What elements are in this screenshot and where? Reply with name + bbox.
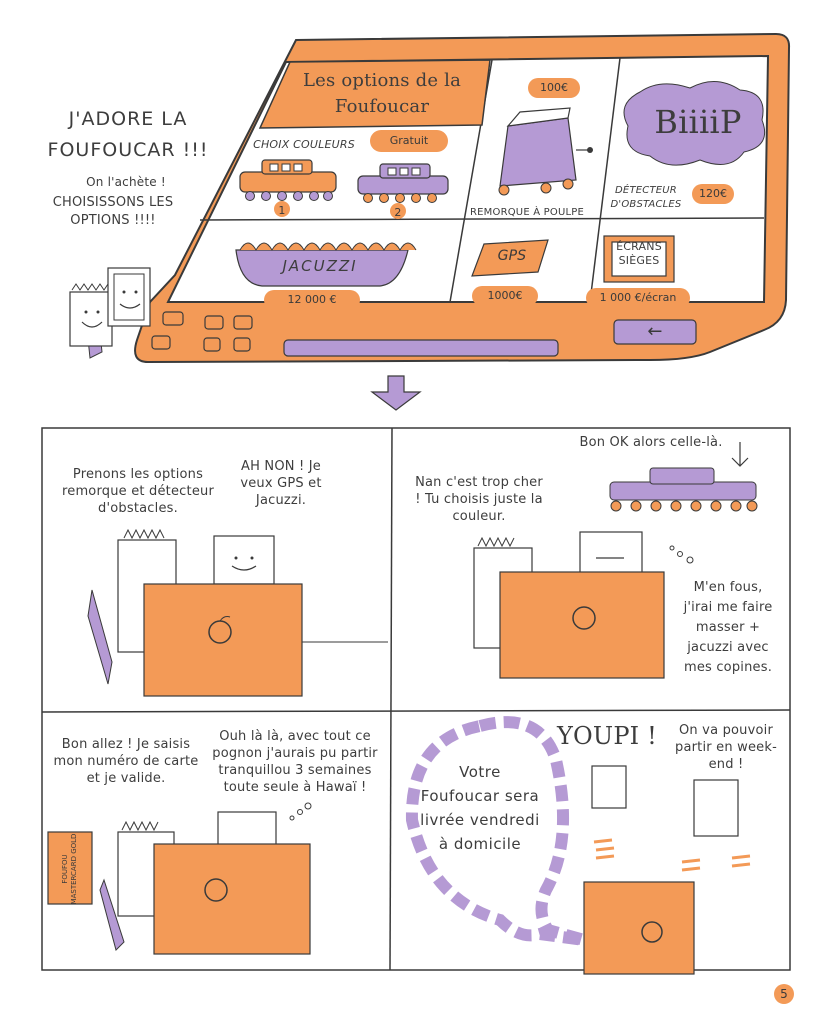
panel1-right-speech: AH NON ! Je veux GPS et Jacuzzi. [240,459,322,508]
gps-label[interactable]: GPS [497,248,527,264]
key[interactable] [162,311,184,326]
trailer-label[interactable]: REMORQUE À POULPE [470,207,584,218]
panel3-right-thought: Ouh là là, avec tout ce pognon j'aurais … [212,729,378,795]
panel1-left-speech: Prenons les options remorque et détecteu… [61,467,214,516]
key[interactable] [204,315,224,330]
colors-price: Gratuit [370,130,448,152]
exclaim-text: J'ADORE LA FOUFOUCAR !!! [47,108,209,161]
mastercard[interactable]: FOUFOU MASTERCARD GOLD [48,832,92,905]
gps-price: 1000€ [472,286,538,306]
key[interactable] [151,335,171,350]
panel4-weekend: On va pouvoir partir en week-end ! [675,723,777,772]
jacuzzi-label[interactable]: JACUZZI [282,257,358,275]
panel2-top-speech: Bon OK alors celle-là. [579,435,723,450]
page-number: 5 [774,984,794,1004]
screens-label[interactable]: ÉCRANS SIÈGES [616,240,662,267]
panel2-thought: M'en fous, j'irai me faire masser + jacu… [683,580,773,675]
trailer-price: 100€ [528,78,580,98]
card-text: FOUFOU MASTERCARD GOLD [61,833,78,905]
colors-label: CHOIX COULEURS [253,138,355,151]
color-1-number[interactable]: 1 [278,204,286,217]
tablet-illustration [69,32,791,411]
panel3-drawing [47,802,312,955]
buy-text: On l'achète ! [86,175,166,189]
key[interactable] [203,337,221,352]
back-arrow-icon[interactable]: ← [647,321,663,342]
screen-title: Les options de la Foufoucar [302,70,462,117]
choose-options-text: CHOISISSONS LES OPTIONS !!!! [52,195,174,228]
screens-price: 1 000 €/écran [586,288,690,308]
panel4-bubble: Votre Foufoucar sera livrée vendredi à d… [420,763,540,853]
key[interactable] [233,337,251,352]
panel4-drawing [405,716,751,975]
spacebar[interactable] [283,339,559,357]
panel2-left-speech: Nan c'est trop cher ! Tu choisis juste l… [415,475,543,524]
panel1-drawing [87,528,388,697]
youpi-text: YOUPI ! [556,722,658,750]
panel2-drawing [473,442,758,679]
detector-price: 120€ [692,184,734,204]
color-2-number[interactable]: 2 [394,206,402,219]
panel3-left-speech: Bon allez ! Je saisis mon numéro de cart… [53,737,199,786]
detector-label[interactable]: DÉTECTEUR D'OBSTACLES [610,185,682,210]
comic-grid [41,427,791,975]
key[interactable] [233,315,253,330]
jacuzzi-price: 12 000 € [264,290,360,310]
back-key[interactable] [613,319,697,345]
beep-text: BiiiiP [654,103,742,141]
